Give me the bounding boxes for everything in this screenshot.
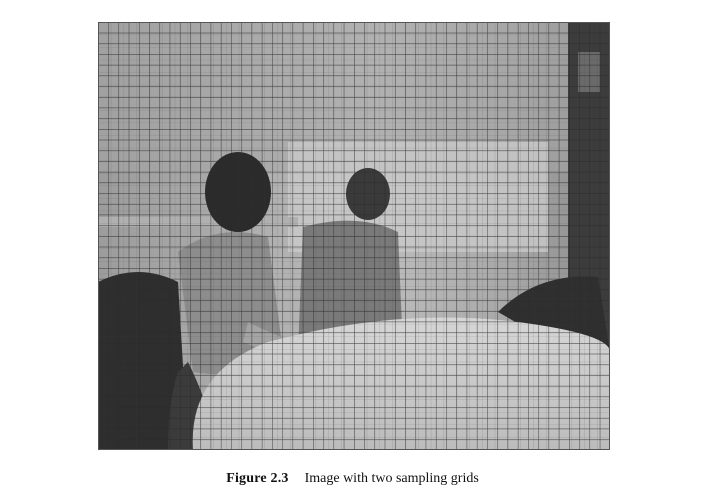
figure-caption-text: Image with two sampling grids (304, 471, 479, 486)
image-border (98, 22, 610, 450)
figure-caption: Figure 2.3 Image with two sampling grids (0, 470, 705, 488)
figure-photo-with-grids (98, 22, 610, 450)
sampling-grid-fine (98, 22, 610, 450)
figure-label: Figure 2.3 (226, 471, 289, 486)
